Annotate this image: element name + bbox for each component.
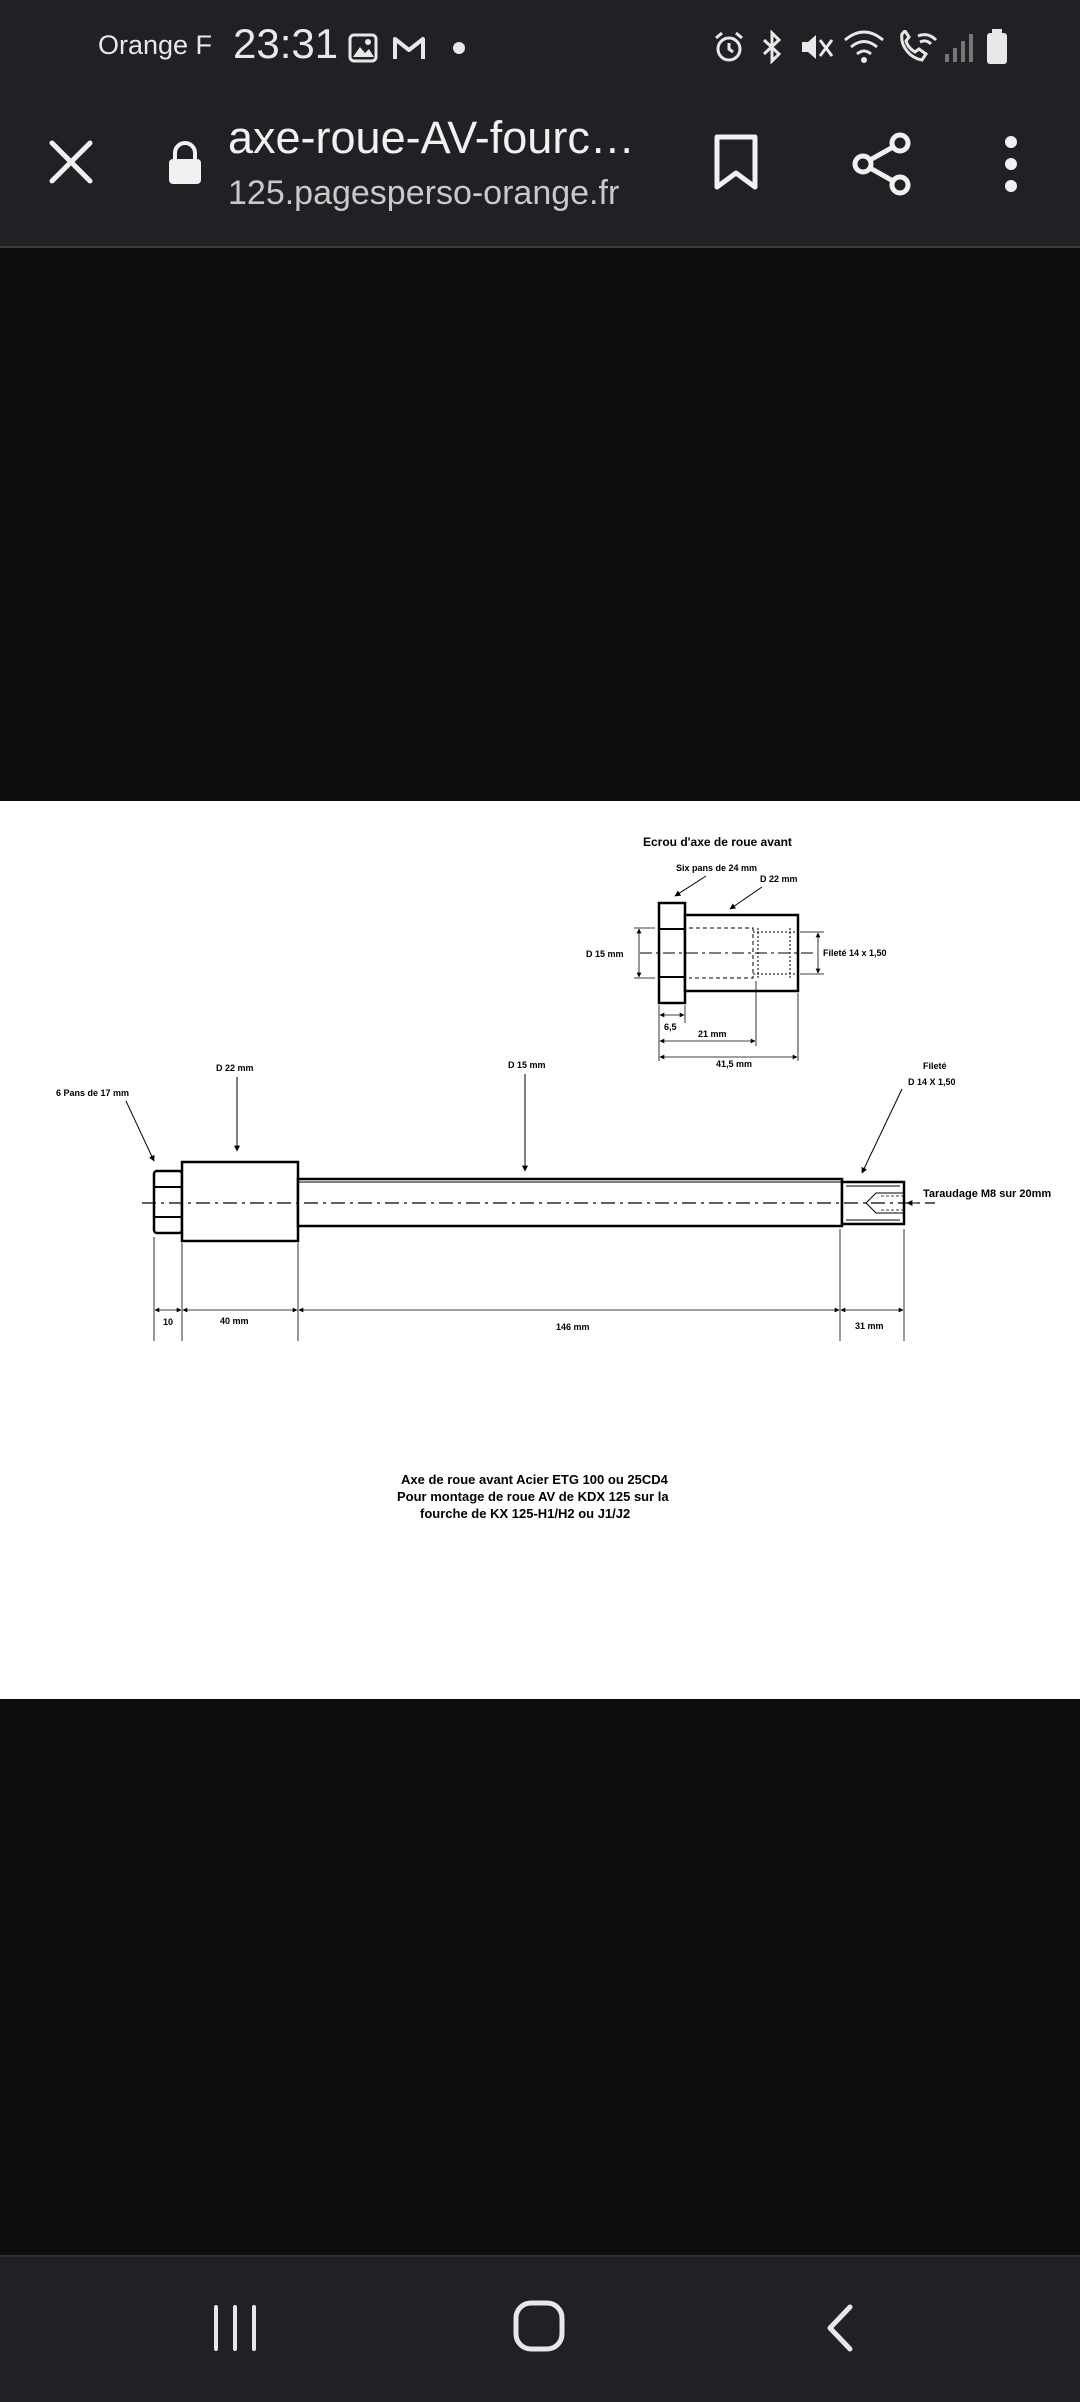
axle-thread-label-1: Fileté <box>923 1061 947 1071</box>
axle-dim-31: 31 mm <box>855 1321 884 1331</box>
nut-dim-21: 21 mm <box>698 1029 727 1039</box>
browser-toolbar: axe-roue-AV-fourc… 125.pagesperso-orange… <box>0 96 1080 248</box>
caption-line-2: Pour montage de roue AV de KDX 125 sur l… <box>397 1489 669 1504</box>
axle-hex-head <box>152 1169 184 1235</box>
caption-line-3: fourche de KX 125-H1/H2 ou J1/J2 <box>420 1506 630 1521</box>
bluetooth-icon <box>762 30 782 64</box>
axle-collar <box>180 1160 300 1243</box>
technical-drawing: Ecrou d'axe de roue avant Six pans de 24… <box>56 835 1051 1521</box>
gmail-notification-icon <box>393 37 425 59</box>
nut-d15-label: D 15 mm <box>586 949 624 959</box>
page-domain[interactable]: 125.pagesperso-orange.fr <box>228 174 620 212</box>
more-vert-icon[interactable] <box>996 134 1026 194</box>
nut-d22-label: D 22 mm <box>760 874 798 884</box>
axle-dim-10: 10 <box>163 1317 173 1327</box>
axle-tap-label: Taraudage M8 sur 20mm <box>923 1188 1051 1200</box>
lock-icon[interactable] <box>166 140 204 186</box>
clock: 23:31 <box>233 20 339 67</box>
back-icon[interactable] <box>820 2303 860 2353</box>
status-bar: Orange F 23:31 <box>0 0 1080 96</box>
close-icon[interactable] <box>46 137 96 187</box>
carrier-label: Orange F <box>98 30 213 60</box>
signal-icon <box>945 34 973 62</box>
nut-title: Ecrou d'axe de roue avant <box>643 835 792 849</box>
axle-dim-146: 146 mm <box>556 1322 590 1332</box>
axle-dim-40: 40 mm <box>220 1316 249 1326</box>
axle-shaft <box>296 1177 844 1228</box>
axle-hex-label: 6 Pans de 17 mm <box>56 1088 129 1098</box>
dot-icon <box>453 42 465 54</box>
wifi-call-icon <box>900 30 938 62</box>
technical-drawing-image: Ecrou d'axe de roue avant Six pans de 24… <box>0 801 1080 1699</box>
share-icon[interactable] <box>850 132 914 196</box>
wifi-icon <box>844 30 884 63</box>
vibrate-mute-icon <box>802 35 834 59</box>
page-title[interactable]: axe-roue-AV-fourc… <box>228 112 635 163</box>
battery-icon <box>987 29 1007 64</box>
recent-apps-icon[interactable] <box>210 2303 260 2353</box>
axle-d22-label: D 22 mm <box>216 1063 254 1073</box>
home-icon[interactable] <box>512 2299 566 2353</box>
alarm-icon <box>715 31 743 62</box>
system-nav-bar <box>0 2255 1080 2402</box>
nut-thread-label: Fileté 14 x 1,50 <box>823 948 887 958</box>
axle-thread-label-2: D 14 X 1,50 <box>908 1077 956 1087</box>
caption-line-1: Axe de roue avant Acier ETG 100 ou 25CD4 <box>401 1472 669 1487</box>
nut-hex-label: Six pans de 24 mm <box>676 863 757 873</box>
axle-d15-label: D 15 mm <box>508 1060 546 1070</box>
nut-dim-6-5: 6,5 <box>664 1022 677 1032</box>
nut-dim-41-5: 41,5 mm <box>716 1059 752 1069</box>
bookmark-icon[interactable] <box>712 132 760 192</box>
gallery-notification-icon <box>348 33 378 63</box>
